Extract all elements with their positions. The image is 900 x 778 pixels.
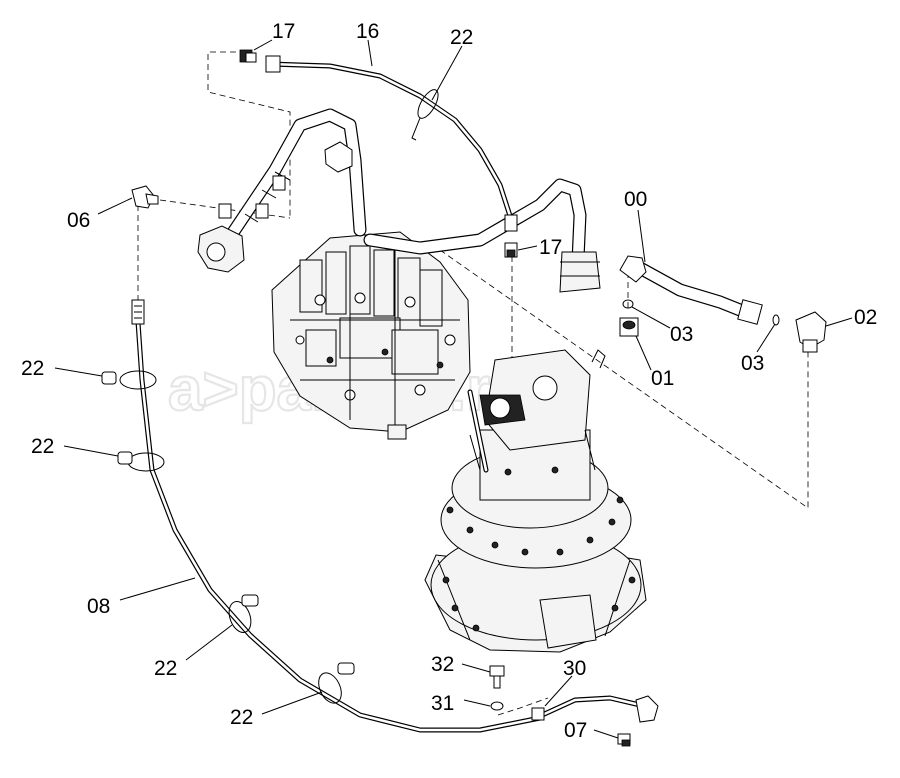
- label-16: 16: [356, 20, 379, 43]
- clamp-22-c: [117, 451, 165, 472]
- leader-22-top: [431, 45, 463, 101]
- leader-03-b: [756, 323, 776, 353]
- gear-bolts: [442, 466, 636, 632]
- elbow-fitting-02: [795, 311, 827, 353]
- leader-08: [119, 577, 196, 601]
- rigid-pipe-left: [197, 108, 367, 273]
- leader-lines: [54, 39, 853, 739]
- ref-line-02: [439, 249, 809, 509]
- label-03-a: 03: [670, 323, 693, 346]
- label-22-top: 22: [450, 26, 473, 49]
- ref-line-top-left: [207, 51, 291, 218]
- leader-16: [367, 39, 373, 67]
- clamp-22-top: [411, 89, 439, 141]
- control-valve-assembly: [271, 231, 471, 440]
- leader-06: [97, 197, 133, 215]
- label-06: 06: [67, 209, 90, 232]
- leader-22-c: [63, 445, 119, 457]
- clamp-22-b: [101, 370, 157, 390]
- washer-31: [490, 701, 504, 711]
- leader-22-b: [54, 367, 103, 377]
- label-00: 00: [624, 188, 647, 211]
- label-22-b: 22: [21, 357, 44, 380]
- leader-17-lower: [517, 245, 538, 251]
- leader-22-e: [261, 691, 323, 715]
- leader-22-d: [185, 624, 233, 661]
- label-07: 07: [564, 719, 587, 742]
- label-08: 08: [87, 595, 110, 618]
- fitting-17-lower: [504, 242, 518, 258]
- hose-16: [265, 55, 518, 232]
- leader-00: [637, 209, 646, 263]
- leader-02: [825, 317, 853, 327]
- leader-07: [593, 729, 619, 739]
- leader-17-upper: [253, 39, 273, 51]
- bolt-32: [489, 665, 505, 689]
- clamp-22-d: [228, 594, 259, 633]
- elbow-fitting-06: [131, 185, 159, 209]
- rigid-pipe-right: [363, 178, 601, 293]
- label-31: 31: [431, 692, 454, 715]
- label-17-lower: 17: [539, 236, 562, 259]
- label-02: 02: [854, 306, 877, 329]
- ref-line-31: [497, 697, 549, 716]
- label-22-c: 22: [31, 435, 54, 458]
- fitting-07: [617, 733, 631, 747]
- hose-16-end-fitting: [265, 55, 281, 73]
- swing-motor-assembly: [424, 349, 647, 653]
- hose-08: [131, 299, 543, 733]
- fitting-17-upper: [239, 49, 257, 63]
- part-labels: 17 16 22 06 17 00 02 03 03 01 22 22 08 2…: [21, 20, 877, 742]
- label-32: 32: [431, 653, 454, 676]
- o-ring-03-a: [622, 299, 634, 309]
- leader-01: [635, 335, 652, 371]
- leader-31: [463, 699, 491, 707]
- label-22-d: 22: [154, 657, 177, 680]
- leader-32: [461, 663, 491, 673]
- adapter-fitting-01: [619, 317, 639, 337]
- leader-30: [544, 675, 573, 707]
- hose-00: [619, 255, 763, 325]
- hose-30: [531, 695, 659, 723]
- label-17-upper: 17: [272, 20, 295, 43]
- label-22-e: 22: [230, 706, 253, 729]
- hose-16-lower-fitting: [504, 214, 518, 232]
- label-01: 01: [651, 367, 674, 390]
- label-03-b: 03: [741, 352, 764, 375]
- o-ring-03-b: [772, 314, 780, 326]
- label-30: 30: [563, 657, 586, 680]
- leader-03-a: [631, 306, 671, 329]
